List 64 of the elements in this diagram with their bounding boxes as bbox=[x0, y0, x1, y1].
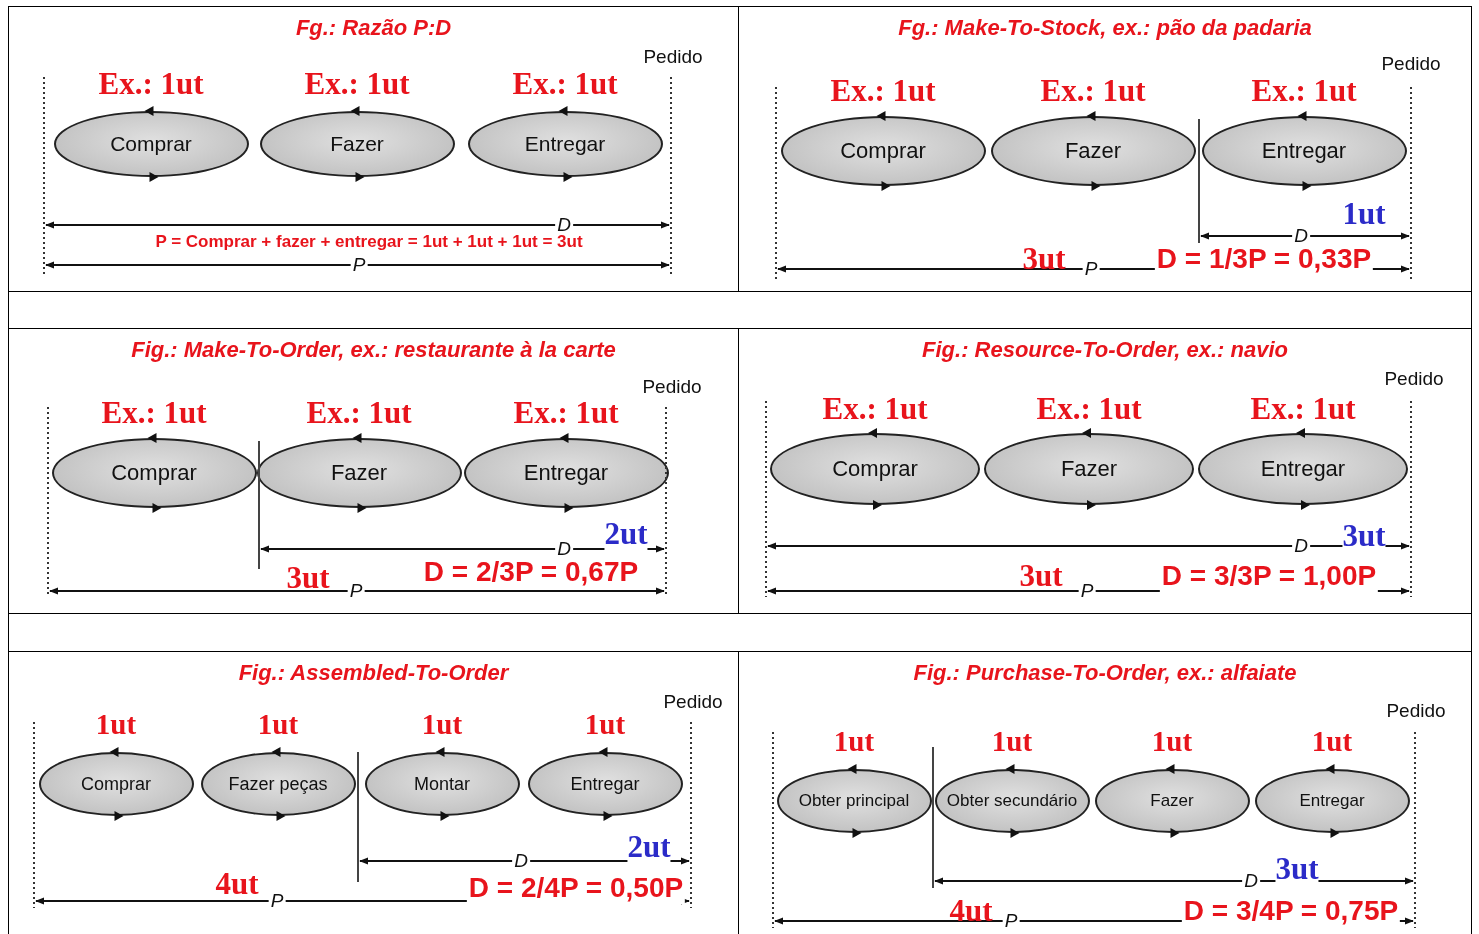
duration-label: Ex.: 1ut bbox=[1251, 73, 1357, 109]
diagram-panel bbox=[738, 328, 1472, 614]
process-label: Entregar bbox=[524, 132, 606, 156]
process-label: Entregar bbox=[523, 460, 609, 486]
figure-title: Fg.: Make-To-Stock, ex.: pão da padaria bbox=[897, 15, 1313, 41]
duration-label: 1ut bbox=[421, 707, 463, 741]
order-label: Pedido bbox=[1386, 700, 1446, 722]
process-label: Fazer bbox=[1064, 138, 1122, 164]
duration-label: Ex.: 1ut bbox=[306, 395, 412, 431]
figure-title: Fg.: Razão P:D bbox=[294, 15, 453, 41]
duration-label: 1ut bbox=[833, 724, 875, 758]
duration-label: Ex.: 1ut bbox=[830, 73, 936, 109]
process-label: Fazer bbox=[330, 132, 384, 156]
duration-label: 1ut bbox=[1151, 724, 1193, 758]
diagram-panel bbox=[8, 6, 739, 292]
process-label: Obter principal bbox=[798, 791, 910, 811]
duration-label: 1ut bbox=[991, 724, 1033, 758]
diagram-panel bbox=[8, 651, 739, 934]
duration-label: Ex.: 1ut bbox=[304, 66, 410, 102]
duration-label: 3ut bbox=[1022, 241, 1066, 277]
duration-label: 4ut bbox=[949, 893, 993, 929]
diagram-panel bbox=[738, 6, 1472, 292]
diagram-panel bbox=[8, 328, 739, 614]
duration-label: 4ut bbox=[215, 866, 259, 902]
duration-label: 1ut bbox=[257, 707, 299, 741]
order-label: Pedido bbox=[1381, 53, 1441, 75]
order-label: Pedido bbox=[643, 46, 703, 68]
order-label: Pedido bbox=[663, 691, 723, 713]
duration-label: Ex.: 1ut bbox=[98, 66, 204, 102]
process-label: Fazer bbox=[1150, 791, 1194, 811]
process-label: Comprar bbox=[111, 460, 197, 486]
process-label: Montar bbox=[414, 773, 470, 795]
duration-label: 1ut bbox=[95, 707, 137, 741]
figure-title: Fig.: Assembled-To-Order bbox=[237, 660, 511, 686]
duration-label: Ex.: 1ut bbox=[513, 395, 619, 431]
figure-title: Fig.: Resource-To-Order, ex.: navio bbox=[921, 337, 1289, 363]
duration-label: Ex.: 1ut bbox=[1036, 391, 1142, 427]
duration-label: Ex.: 1ut bbox=[822, 391, 928, 427]
duration-label: 3ut bbox=[1019, 558, 1063, 594]
duration-label: 3ut bbox=[286, 560, 330, 596]
process-label: Obter secundário bbox=[946, 791, 1078, 811]
duration-label: Ex.: 1ut bbox=[1250, 391, 1356, 427]
formula-text: P = Comprar + fazer + entregar = 1ut + 1ut + 1ut = 3ut bbox=[153, 232, 585, 252]
figure-title: Fig.: Purchase-To-Order, ex.: alfaiate bbox=[912, 660, 1298, 686]
process-label: Comprar bbox=[840, 138, 926, 164]
duration-label: 1ut bbox=[1311, 724, 1353, 758]
duration-label: Ex.: 1ut bbox=[101, 395, 207, 431]
process-label: Entregar bbox=[1299, 791, 1365, 811]
process-label: Entregar bbox=[570, 773, 640, 795]
process-label: Comprar bbox=[110, 132, 192, 156]
duration-label: 1ut bbox=[584, 707, 626, 741]
process-label: Fazer bbox=[1060, 456, 1118, 482]
order-label: Pedido bbox=[1384, 368, 1444, 390]
process-label: Entregar bbox=[1260, 456, 1346, 482]
process-label: Comprar bbox=[81, 773, 151, 795]
duration-label: Ex.: 1ut bbox=[512, 66, 618, 102]
duration-label: Ex.: 1ut bbox=[1040, 73, 1146, 109]
process-label: Entregar bbox=[1261, 138, 1347, 164]
figure-title: Fig.: Make-To-Order, ex.: restaurante à la carte bbox=[130, 337, 617, 363]
process-label: Comprar bbox=[832, 456, 918, 482]
process-label: Fazer bbox=[330, 460, 388, 486]
order-label: Pedido bbox=[642, 376, 702, 398]
process-label: Fazer peças bbox=[228, 773, 328, 795]
diagram-panel bbox=[738, 651, 1472, 934]
